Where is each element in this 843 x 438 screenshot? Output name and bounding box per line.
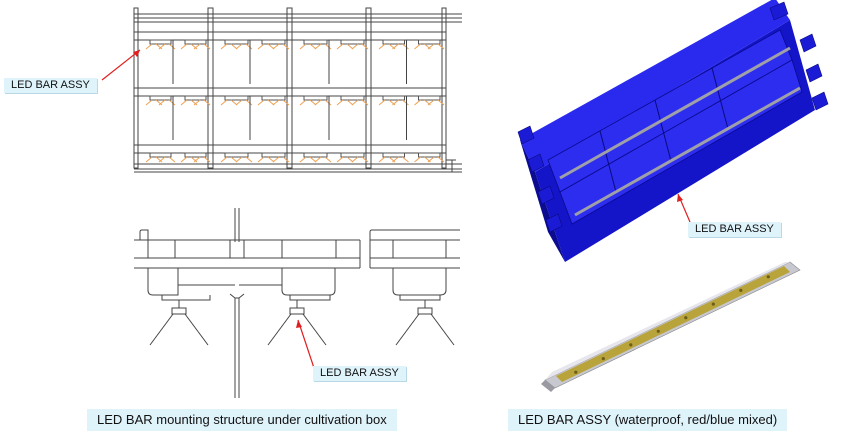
led-fixture-symbol — [145, 39, 176, 50]
led-fixture-symbol — [180, 39, 211, 50]
led-fixture-symbol — [145, 152, 176, 163]
led-bar-hole — [739, 288, 743, 292]
blue-assembly-render — [517, 0, 829, 262]
led-bar-hole — [766, 275, 770, 279]
shelf-band — [133, 144, 447, 154]
led-fixture-symbol — [257, 152, 290, 163]
led-bar-label-blue: LED BAR ASSY — [688, 222, 781, 237]
led-fixture-symbol — [220, 39, 253, 50]
led-bar-label-mount: LED BAR ASSY — [313, 366, 406, 381]
led-fixture-symbol — [336, 39, 369, 50]
caption-mounting-structure: LED BAR mounting structure under cultiva… — [87, 409, 397, 431]
led-fixture-symbol — [378, 152, 409, 163]
led-fixture-symbol — [220, 95, 253, 106]
led-bar-hole — [629, 343, 633, 347]
led-fixture-symbol — [145, 95, 176, 106]
mounting-detail-drawing — [134, 208, 460, 398]
led-fixture-symbol — [378, 39, 409, 50]
led-fixture-symbol — [257, 95, 290, 106]
led-fixture-symbol — [180, 95, 211, 106]
callout-arrowhead-mount — [296, 320, 302, 328]
light-cone-left — [149, 307, 209, 346]
shelf-band — [133, 31, 447, 41]
led-fixture-symbol — [414, 152, 445, 163]
led-bar-hole — [711, 302, 715, 306]
led-bar-render — [541, 261, 801, 392]
led-fixture-symbol — [378, 95, 409, 106]
led-bar-hole — [574, 370, 578, 374]
rack-elevation-drawing — [133, 7, 462, 173]
callout-arrow-mount — [297, 319, 315, 369]
led-fixture-symbol — [336, 152, 369, 163]
led-fixture-symbol — [414, 95, 445, 106]
led-fixture-symbol — [299, 152, 332, 163]
caption-led-bar-assy: LED BAR ASSY (waterproof, red/blue mixed… — [508, 409, 788, 431]
led-bar-label-rack: LED BAR ASSY — [4, 78, 97, 93]
rack-shelf-tiers — [133, 31, 447, 163]
led-fixture-symbol — [220, 152, 253, 163]
callout-arrowhead-rack — [133, 50, 140, 57]
led-bar-hole — [684, 316, 688, 320]
led-fixture-symbol — [414, 39, 445, 50]
led-fixture-symbol — [257, 39, 290, 50]
led-bar-hole — [656, 329, 660, 333]
led-fixture-symbol — [336, 95, 369, 106]
callout-arrowhead-blue — [677, 194, 683, 202]
led-bar-hole — [601, 357, 605, 361]
shelf-band — [133, 87, 447, 97]
callout-arrow-rack — [101, 49, 141, 81]
led-fixture-symbol — [180, 152, 211, 163]
led-fixture-symbol — [299, 39, 332, 50]
light-cone-right — [395, 307, 455, 346]
led-fixture-symbol — [299, 95, 332, 106]
